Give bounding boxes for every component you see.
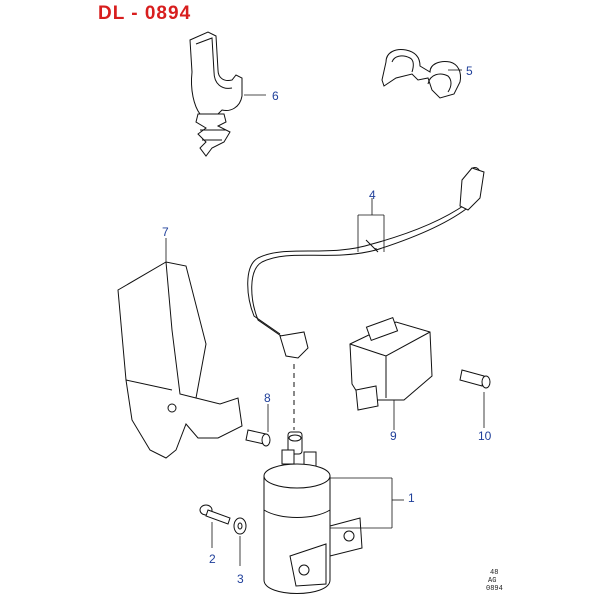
callout-10: 10 <box>478 429 492 443</box>
callout-3: 3 <box>237 572 244 586</box>
callout-7: 7 <box>162 225 169 239</box>
part-6-cable-clip <box>189 31 266 157</box>
stamp-line-1: 48 <box>490 569 498 577</box>
stamp-line-3: 0894 <box>486 585 503 593</box>
part-9-ignition-module <box>349 316 433 430</box>
part-2-bolt <box>199 504 231 548</box>
stamp-line-2: AG <box>488 577 496 585</box>
part-8-screw <box>245 404 271 447</box>
part-3-washer <box>233 517 247 566</box>
callout-4: 4 <box>369 188 376 202</box>
callout-6: 6 <box>272 89 279 103</box>
callout-8: 8 <box>264 391 271 405</box>
part-1-ignition-coil <box>263 364 404 594</box>
part-4-ht-lead <box>247 167 485 359</box>
diagram-code-title: DL - 0894 <box>98 3 192 24</box>
part-5-double-clip <box>381 49 462 99</box>
callout-2: 2 <box>209 552 216 566</box>
part-10-screw <box>459 369 491 428</box>
callout-1: 1 <box>408 491 415 505</box>
callout-9: 9 <box>390 429 397 443</box>
callout-5: 5 <box>466 64 473 78</box>
part-7-coil-shield <box>117 238 243 459</box>
